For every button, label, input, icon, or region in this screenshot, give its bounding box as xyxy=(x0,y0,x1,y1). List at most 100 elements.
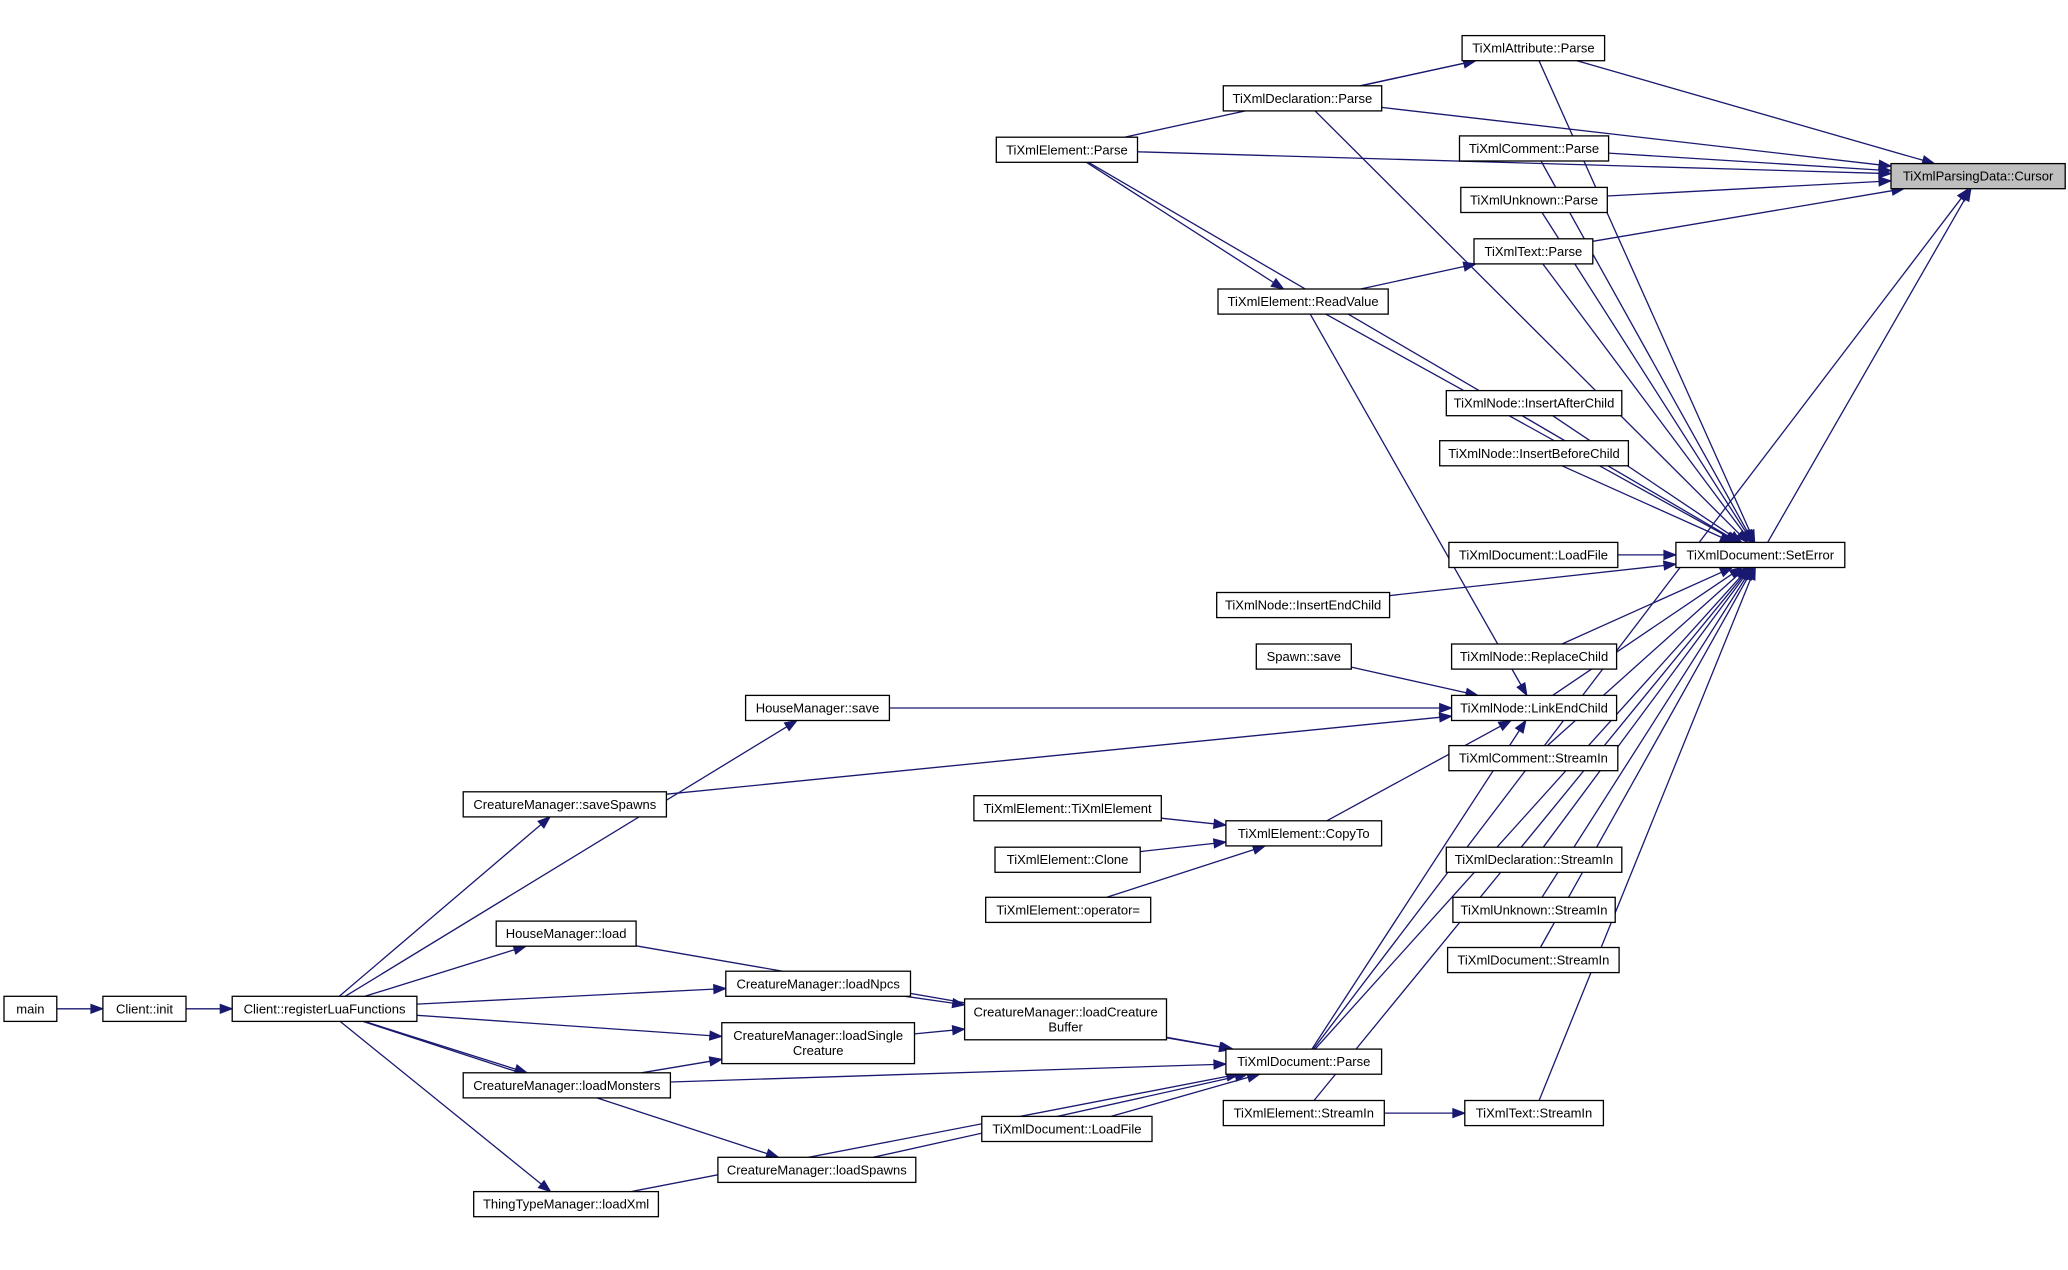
node-elem-ctor[interactable]: TiXmlElement::TiXmlElement xyxy=(973,795,1162,822)
node-label: CreatureManager::loadSingle xyxy=(733,1028,903,1043)
node-doc-loadfile-a[interactable]: TiXmlDocument::LoadFile xyxy=(1448,541,1619,569)
arrowhead-icon xyxy=(537,815,552,829)
node-cm-loadspawns[interactable]: CreatureManager::loadSpawns xyxy=(717,1156,917,1184)
node-ttm-loadxml[interactable]: ThingTypeManager::loadXml xyxy=(473,1190,660,1218)
edge-elem_ctor-to-elem_copyto xyxy=(1161,817,1228,829)
node-label: TiXmlUnknown::Parse xyxy=(1470,192,1598,207)
node-node-insertbefore[interactable]: TiXmlNode::InsertBeforeChild xyxy=(1439,440,1630,467)
node-house-save[interactable]: HouseManager::save xyxy=(744,694,891,722)
node-label: TiXmlNode::ReplaceChild xyxy=(1460,649,1608,664)
arrowhead-icon xyxy=(951,1025,967,1036)
edge-elem_readvalue-to-doc_seterror xyxy=(1325,313,1739,544)
node-elem-copyto[interactable]: TiXmlElement::CopyTo xyxy=(1225,820,1383,847)
edge-line xyxy=(1166,1036,1222,1048)
node-doc-streamin[interactable]: TiXmlDocument::StreamIn xyxy=(1446,946,1620,974)
edge-house_save-to-node_linkend xyxy=(889,702,1454,714)
node-doc-parse[interactable]: TiXmlDocument::Parse xyxy=(1225,1048,1383,1075)
node-doc-loadfile-b[interactable]: TiXmlDocument::LoadFile xyxy=(981,1115,1153,1143)
node-box xyxy=(102,995,187,1023)
node-box xyxy=(1439,440,1630,467)
edge-line xyxy=(1140,842,1215,853)
node-box xyxy=(1461,34,1606,62)
node-spawn-save[interactable]: Spawn::save xyxy=(1255,643,1352,670)
arrowhead-icon xyxy=(1452,1107,1467,1119)
edge-client_reglua-to-cm_loadnpcs xyxy=(416,983,728,1005)
node-box xyxy=(3,995,58,1023)
edge-doc_loadfile_a-to-doc_seterror xyxy=(1617,549,1678,561)
node-unknown-parse[interactable]: TiXmlUnknown::Parse xyxy=(1460,186,1608,214)
node-box xyxy=(1217,288,1389,315)
arrowhead-icon xyxy=(1438,712,1454,723)
node-elem-parse[interactable]: TiXmlElement::Parse xyxy=(995,136,1139,163)
edge-elem_streamin-to-doc_seterror xyxy=(1313,566,1751,1101)
node-label: CreatureManager::loadNpcs xyxy=(737,976,901,991)
arrowhead-icon xyxy=(1497,719,1513,732)
edge-node_insertafter-to-doc_seterror xyxy=(1552,415,1743,544)
node-client-init[interactable]: Client::init xyxy=(102,995,187,1023)
node-comment-streamin[interactable]: TiXmlComment::StreamIn xyxy=(1448,744,1619,772)
edge-line xyxy=(1314,110,1740,535)
node-box xyxy=(1445,389,1623,417)
node-comment-parse[interactable]: TiXmlComment::Parse xyxy=(1458,135,1610,162)
edge-comment_parse-to-doc_seterror xyxy=(1540,160,1755,544)
edge-line xyxy=(1389,564,1665,597)
node-unknown-streamin[interactable]: TiXmlUnknown::StreamIn xyxy=(1452,896,1616,924)
node-house-load[interactable]: HouseManager::load xyxy=(495,920,637,947)
node-label: TiXmlDeclaration::Parse xyxy=(1233,91,1373,106)
node-box xyxy=(1225,1048,1383,1075)
node-cm-savespawns[interactable]: CreatureManager::saveSpawns xyxy=(462,791,668,818)
edge-line xyxy=(905,995,953,1004)
node-cm-loadmonsters[interactable]: CreatureManager::loadMonsters xyxy=(462,1072,672,1099)
arrowhead-icon xyxy=(1251,844,1267,855)
edge-unknown_parse-to-cursor xyxy=(1607,176,1893,197)
node-text-streamin[interactable]: TiXmlText::StreamIn xyxy=(1464,1099,1605,1127)
node-box xyxy=(1445,846,1623,873)
node-elem-streamin[interactable]: TiXmlElement::StreamIn xyxy=(1222,1099,1385,1127)
node-decl-streamin[interactable]: TiXmlDeclaration::StreamIn xyxy=(1445,846,1623,873)
edge-line xyxy=(416,1014,710,1037)
node-label: TiXmlDocument::LoadFile xyxy=(992,1121,1141,1136)
node-box xyxy=(995,136,1139,163)
edge-line xyxy=(1542,576,1745,848)
node-box xyxy=(473,1190,660,1218)
node-node-insertafter[interactable]: TiXmlNode::InsertAfterChild xyxy=(1445,389,1623,417)
node-doc-seterror[interactable]: TiXmlDocument::SetError xyxy=(1675,541,1846,569)
edge-line xyxy=(1137,151,1880,174)
node-label: HouseManager::save xyxy=(756,701,880,716)
node-label: TiXmlElement::Clone xyxy=(1007,852,1129,867)
node-box xyxy=(1450,694,1618,722)
arrowhead-icon xyxy=(1738,566,1751,581)
node-label: TiXmlElement::TiXmlElement xyxy=(984,801,1152,816)
node-elem-opassign[interactable]: TiXmlElement::operator= xyxy=(985,896,1152,924)
node-box xyxy=(1450,643,1618,670)
node-elem-clone[interactable]: TiXmlElement::Clone xyxy=(994,846,1141,873)
node-label: TiXmlElement::ReadValue xyxy=(1228,294,1379,309)
node-box xyxy=(1222,85,1383,112)
nodes-layer: TiXmlParsingData::Cursor TiXmlAttribute::… xyxy=(3,34,2066,1218)
edge-client_init-to-client_reglua xyxy=(186,1003,234,1015)
node-main[interactable]: main xyxy=(3,995,58,1023)
node-text-parse[interactable]: TiXmlText::Parse xyxy=(1473,238,1594,265)
node-decl-parse[interactable]: TiXmlDeclaration::Parse xyxy=(1222,85,1383,112)
node-attr-parse[interactable]: TiXmlAttribute::Parse xyxy=(1461,34,1606,62)
arrowhead-icon xyxy=(1662,560,1678,571)
edge-line xyxy=(1314,575,1742,1050)
node-cursor[interactable]: TiXmlParsingData::Cursor xyxy=(1890,162,2066,190)
node-client-reglua[interactable]: Client::registerLuaFunctions xyxy=(231,995,418,1023)
node-box xyxy=(462,1072,672,1099)
edge-line xyxy=(344,726,788,997)
node-cm-loadnpcs[interactable]: CreatureManager::loadNpcs xyxy=(725,970,912,997)
node-node-insertend[interactable]: TiXmlNode::InsertEndChild xyxy=(1216,591,1391,619)
node-box xyxy=(1890,162,2066,190)
arrowhead-icon xyxy=(951,997,967,1009)
edge-line xyxy=(1767,198,1966,543)
node-node-linkend[interactable]: TiXmlNode::LinkEndChild xyxy=(1450,694,1618,722)
arrowhead-icon xyxy=(1213,1059,1228,1070)
node-label: Client::registerLuaFunctions xyxy=(244,1001,406,1016)
edge-cm_loadspawns-to-doc_parse xyxy=(873,1071,1249,1158)
node-node-replace[interactable]: TiXmlNode::ReplaceChild xyxy=(1450,643,1618,670)
edge-line xyxy=(1592,190,1893,242)
node-elem-readvalue[interactable]: TiXmlElement::ReadValue xyxy=(1217,288,1389,315)
